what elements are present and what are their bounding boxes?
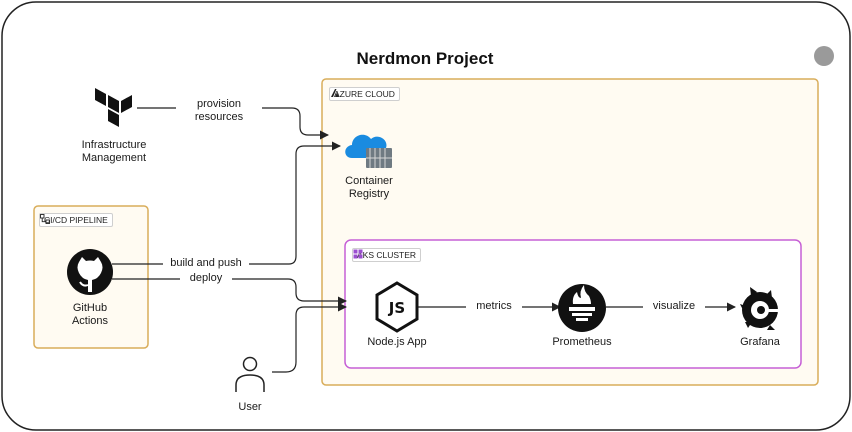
terraform-icon [95,88,132,127]
edge-label-provision: provision resources [176,98,262,124]
edge-provision [137,107,329,140]
user-icon [235,356,265,392]
container-registry-icon [345,134,392,168]
edge-build-push [112,141,341,265]
cicd-pipeline-badge: CI/CD PIPELINE [39,213,113,227]
azure-cloud-badge: AZURE CLOUD [329,87,400,101]
registry-label: Container Registry [345,175,393,200]
github-icon [67,249,113,295]
azure-logo-icon [331,89,339,97]
grafana-label: Grafana [740,336,780,348]
user-label: User [238,401,262,413]
github-label: GitHub Actions [71,302,109,327]
diagram-title: Nerdmon Project [356,49,494,68]
prometheus-label: Prometheus [552,336,612,348]
nodejs-label: Node.js App [367,336,427,348]
partial-circle-decor [814,46,834,66]
edge-label-metrics: metrics [466,300,522,313]
edge-label-visualize: visualize [643,300,705,313]
pipeline-icon [40,214,50,224]
edge-user-access [272,302,347,373]
svg-text:JS: JS [388,299,405,317]
aks-cluster-label: AKS CLUSTER [357,250,417,260]
edge-label-build-push: build and push [163,257,249,270]
nodejs-icon: JS [375,281,419,333]
cicd-pipeline-label: CI/CD PIPELINE [44,215,108,225]
aks-cluster-badge: AKS CLUSTER [352,248,422,262]
terraform-label: Infrastructure Management [81,139,147,164]
grafana-icon [740,287,780,330]
prometheus-icon [558,284,606,332]
edge-label-deploy: deploy [180,272,232,285]
edge-deploy [112,278,347,306]
azure-cloud-label: AZURE CLOUD [334,89,395,99]
kubernetes-cluster-icon [353,249,363,259]
